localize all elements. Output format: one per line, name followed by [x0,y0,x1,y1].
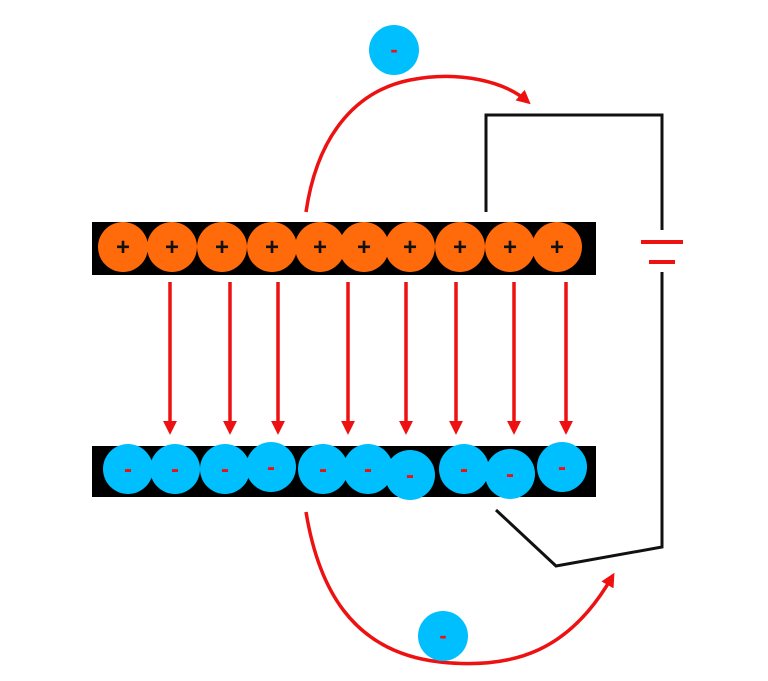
negative-charge-circle [439,444,489,494]
positive-charge-circle [435,222,485,272]
negative-charge-circle [246,442,296,492]
negative-charge-circle [150,444,200,494]
bottom-current-arrow [304,511,615,666]
positive-charge: + [339,222,389,272]
positive-charge: + [485,222,535,272]
negative-sign: - [221,456,229,483]
positive-charge: + [435,222,485,272]
negative-charge-circle [343,444,393,494]
negative-sign: - [406,462,414,489]
positive-charge-circle [98,222,148,272]
top-current-arrow [304,74,531,213]
positive-sign: + [313,234,327,261]
positive-charge-circle [485,222,535,272]
negative-charge-circle [103,444,153,494]
negative-sign: - [558,454,566,481]
negative-sign: - [124,456,132,483]
negative-charge: - [485,449,535,499]
positive-sign: + [453,234,467,261]
positive-sign: + [165,234,179,261]
negative-charge-circle [385,450,435,500]
negative-sign: - [506,461,514,488]
negative-charges: ---------- [103,442,587,500]
circuit-wire [484,113,664,568]
positive-charge-circle [339,222,389,272]
positive-charge-circle [247,222,297,272]
negative-sign: - [171,456,179,483]
positive-sign: + [550,234,564,261]
negative-charge-circle [537,442,587,492]
positive-charge: + [247,222,297,272]
positive-sign: + [357,234,371,261]
positive-sign: + [116,234,130,261]
negative-charge-circle [485,449,535,499]
negative-sign: - [460,456,468,483]
positive-sign: + [403,234,417,261]
negative-charge: - [537,442,587,492]
battery-symbol-icon [641,240,683,264]
positive-charge-circle [385,222,435,272]
positive-charges: + + + + + + + + + + [98,222,582,272]
negative-charge-circle [298,444,348,494]
positive-sign: + [503,234,517,261]
positive-charge-circle [197,222,247,272]
electron-bottom-circle [418,611,468,661]
electron-bottom-sign: - [439,623,446,648]
electron-top-circle [369,25,419,75]
electron-icon: - [369,25,419,75]
negative-sign: - [319,456,327,483]
negative-charge: - [103,444,153,494]
negative-charge: - [246,442,296,492]
negative-charge-circle [200,444,250,494]
negative-charge: - [150,444,200,494]
bottom-wire [494,272,664,568]
negative-charge: - [439,444,489,494]
negative-charge: - [385,450,435,500]
negative-sign: - [267,454,275,481]
electric-field-lines [163,282,573,435]
negative-charge: - [298,444,348,494]
positive-charge: + [385,222,435,272]
negative-charge: - [343,444,393,494]
top-wire [484,113,664,230]
positive-charge: + [147,222,197,272]
negative-sign: - [364,456,372,483]
positive-charge-circle [147,222,197,272]
positive-charge: + [295,222,345,272]
positive-charge-circle [295,222,345,272]
positive-sign: + [265,234,279,261]
negative-charge: - [200,444,250,494]
positive-sign: + [215,234,229,261]
electron-top-sign: - [390,37,397,62]
positive-charge: + [532,222,582,272]
positive-charge: + [197,222,247,272]
positive-charge: + [98,222,148,272]
electron-icon: - [418,611,468,661]
positive-charge-circle [532,222,582,272]
